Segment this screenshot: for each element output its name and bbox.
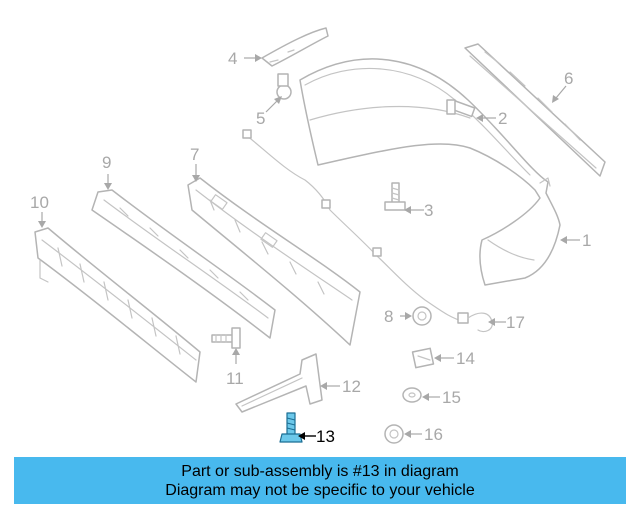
- part-13-bolt-highlighted[interactable]: [279, 412, 303, 443]
- part-17-wiring-harness: [242, 129, 493, 333]
- callout-6: 6: [552, 69, 573, 103]
- part-5-clip: [276, 73, 292, 100]
- part-9-absorber: [91, 189, 276, 339]
- part-7-reinforcement: [187, 177, 361, 346]
- svg-text:12: 12: [342, 377, 361, 396]
- callout-4: 4: [228, 49, 262, 68]
- part-3-screw: [384, 182, 406, 211]
- callout-16: 16: [404, 425, 443, 444]
- part-16-nut: [384, 424, 404, 444]
- part-12-lower-bracket: [235, 353, 323, 413]
- svg-text:9: 9: [102, 153, 111, 172]
- part-2-bolt: [446, 99, 476, 118]
- banner-line-disclaimer: Diagram may not be specific to your vehi…: [165, 481, 475, 499]
- callout-5: 5: [256, 96, 282, 128]
- callout-15: 15: [422, 388, 461, 407]
- svg-text:7: 7: [190, 145, 199, 164]
- callout-10: 10: [30, 193, 49, 228]
- callout-9: 9: [102, 153, 112, 190]
- callout-2: 2: [476, 109, 507, 128]
- parts-diagram: 1 2 3 4 5 6 7 8 9 10: [30, 27, 606, 446]
- callout-1: 1: [560, 231, 591, 250]
- banner-line-part-number: Part or sub-assembly is #13 in diagram: [181, 462, 459, 480]
- part-4-bracket: [261, 27, 329, 67]
- callout-7: 7: [190, 145, 200, 182]
- info-banner: Part or sub-assembly is #13 in diagram D…: [14, 457, 626, 504]
- svg-text:15: 15: [442, 388, 461, 407]
- callout-13[interactable]: 13: [298, 427, 335, 446]
- svg-text:2: 2: [498, 109, 507, 128]
- callout-17: 17: [488, 313, 525, 332]
- part-11-bolt: [211, 327, 241, 349]
- svg-text:11: 11: [226, 369, 244, 388]
- callout-14: 14: [434, 349, 475, 368]
- svg-text:6: 6: [564, 69, 573, 88]
- svg-text:17: 17: [506, 313, 525, 332]
- part-8-nut: [412, 306, 432, 326]
- part-15-washer: [402, 387, 422, 403]
- svg-text:4: 4: [228, 49, 237, 68]
- svg-text:10: 10: [30, 193, 49, 212]
- svg-text:3: 3: [424, 201, 433, 220]
- svg-text:16: 16: [424, 425, 443, 444]
- svg-text:13: 13: [316, 427, 335, 446]
- part-10-impact-bar: [34, 227, 201, 383]
- part-6-trim-strip: [464, 43, 606, 177]
- svg-text:8: 8: [384, 307, 393, 326]
- svg-text:14: 14: [456, 349, 475, 368]
- callout-3: 3: [404, 201, 433, 220]
- callout-11: 11: [226, 348, 244, 388]
- svg-text:5: 5: [256, 109, 265, 128]
- callout-8: 8: [384, 307, 412, 326]
- svg-text:1: 1: [582, 231, 591, 250]
- callout-12: 12: [320, 377, 361, 396]
- part-14-clip-nut: [411, 347, 435, 369]
